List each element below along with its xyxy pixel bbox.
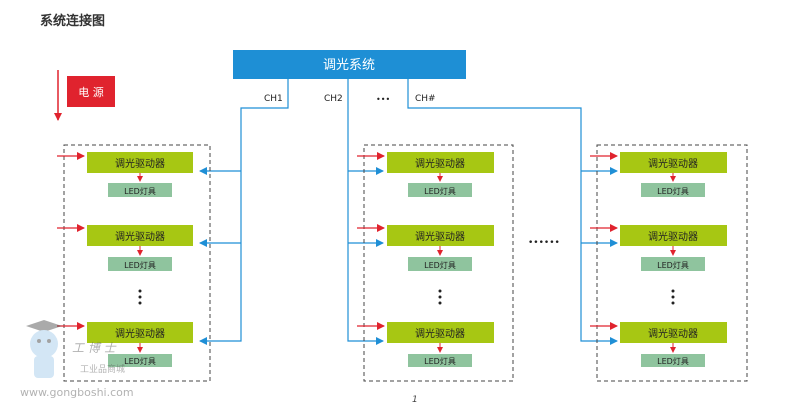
led-label: LED灯具 (657, 356, 689, 366)
watermark: 工 博 士 工业品商城 www.gongboshi.com (20, 320, 134, 399)
dimming-system-label: 调光系统 (323, 58, 375, 73)
channel-label-chn: CH# (415, 94, 436, 104)
driver-box (387, 152, 494, 173)
driver-box (620, 322, 727, 343)
led-box (408, 354, 472, 367)
power-box (67, 76, 115, 107)
driver-group-1-items: 调光驱动器 LED灯具 调光驱动器 LED灯具 调光驱动器 LED灯具 (57, 152, 193, 367)
driver-label: 调光驱动器 (648, 327, 698, 340)
driver-box (620, 152, 727, 173)
led-box (641, 183, 705, 197)
driver-group-n (596, 144, 748, 382)
watermark-cn: 工 博 士 (72, 341, 117, 355)
led-label: LED灯具 (124, 260, 156, 270)
led-box (641, 354, 705, 367)
led-label: LED灯具 (124, 186, 156, 196)
led-box (108, 257, 172, 271)
driver-label: 调光驱动器 (115, 230, 165, 243)
group-ellipsis: •••••• (528, 238, 560, 248)
driver-label: 调光驱动器 (415, 157, 465, 170)
led-label: LED灯具 (657, 186, 689, 196)
channel-label-ch1: CH1 (264, 94, 283, 104)
led-label: LED灯具 (424, 260, 456, 270)
channel-ellipsis: ••• (376, 95, 390, 104)
ch1-wiring (199, 79, 289, 345)
driver-group-2-items: 调光驱动器 LED灯具 调光驱动器 LED灯具 调光驱动器 LED灯具 (357, 152, 494, 367)
driver-group-n-items: 调光驱动器 LED灯具 调光驱动器 LED灯具 调光驱动器 LED灯具 (590, 152, 727, 367)
ch2-wiring (347, 79, 384, 345)
page-title: 系统连接图 (40, 14, 106, 29)
driver-box (387, 225, 494, 246)
watermark-url: www.gongboshi.com (20, 386, 134, 399)
watermark-sub: 工业品商城 (80, 363, 125, 375)
driver-label: 调光驱动器 (648, 157, 698, 170)
driver-box (87, 322, 193, 343)
driver-group-1 (63, 144, 211, 382)
driver-box (387, 322, 494, 343)
chn-wiring (407, 79, 618, 345)
led-box (408, 257, 472, 271)
driver-group-2 (363, 144, 514, 382)
driver-box (87, 152, 193, 173)
page-number: 1 (412, 395, 418, 405)
channel-label-ch2: CH2 (324, 94, 343, 104)
power-label: 电 源 (78, 85, 104, 99)
led-box (408, 183, 472, 197)
led-box (108, 354, 172, 367)
led-label: LED灯具 (124, 356, 156, 366)
driver-box (87, 225, 193, 246)
driver-label: 调光驱动器 (648, 230, 698, 243)
driver-label: 调光驱动器 (115, 327, 165, 340)
driver-box (620, 225, 727, 246)
led-box (641, 257, 705, 271)
dimming-system-box (233, 50, 466, 79)
mascot-icon (26, 320, 62, 378)
led-label: LED灯具 (424, 356, 456, 366)
led-box (108, 183, 172, 197)
driver-label: 调光驱动器 (115, 157, 165, 170)
driver-label: 调光驱动器 (415, 230, 465, 243)
led-label: LED灯具 (657, 260, 689, 270)
driver-label: 调光驱动器 (415, 327, 465, 340)
led-label: LED灯具 (424, 186, 456, 196)
